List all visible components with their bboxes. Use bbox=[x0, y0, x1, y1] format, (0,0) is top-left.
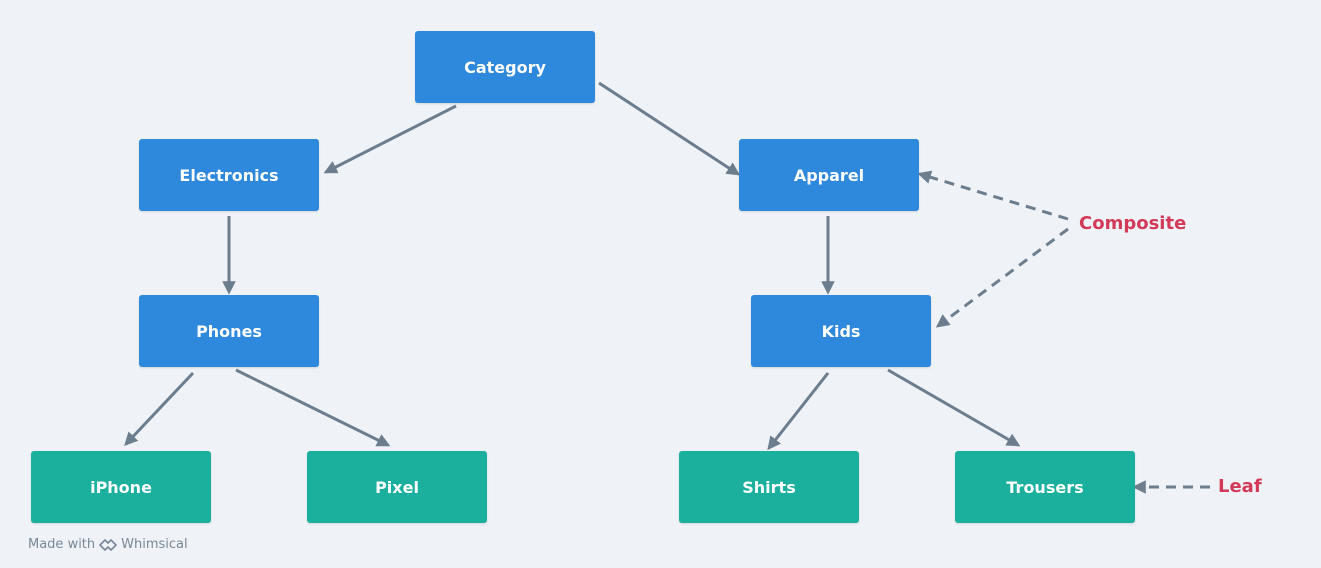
node-category[interactable]: Category bbox=[415, 31, 595, 103]
node-electronics[interactable]: Electronics bbox=[139, 139, 319, 211]
node-pixel[interactable]: Pixel bbox=[307, 451, 487, 523]
made-with-whimsical-footer[interactable]: Made with Whimsical bbox=[28, 537, 188, 552]
node-iphone[interactable]: iPhone bbox=[31, 451, 211, 523]
edge-category-apparel bbox=[598, 81, 741, 176]
edge-phones-iphone bbox=[124, 371, 195, 446]
edge-kids-trousers bbox=[887, 368, 1021, 447]
edge-kids-shirts bbox=[767, 372, 830, 451]
node-kids[interactable]: Kids bbox=[751, 295, 931, 367]
annotation-leaf: Leaf bbox=[1218, 476, 1262, 497]
node-trousers-label: Trousers bbox=[1006, 477, 1084, 497]
node-phones[interactable]: Phones bbox=[139, 295, 319, 367]
annotation-edge-composite-apparel bbox=[917, 170, 1069, 221]
node-shirts-label: Shirts bbox=[742, 477, 796, 497]
node-iphone-label: iPhone bbox=[90, 477, 152, 497]
annotation-edge-composite-kids bbox=[935, 227, 1069, 328]
edge-category-electronics bbox=[323, 104, 457, 174]
annotation-composite: Composite bbox=[1079, 213, 1187, 234]
node-trousers[interactable]: Trousers bbox=[955, 451, 1135, 523]
whimsical-brand-label: Whimsical bbox=[121, 537, 188, 552]
whimsical-logo-icon bbox=[99, 538, 117, 552]
edge-phones-pixel bbox=[235, 368, 391, 447]
node-pixel-label: Pixel bbox=[375, 477, 419, 497]
node-apparel-label: Apparel bbox=[793, 165, 865, 185]
node-shirts[interactable]: Shirts bbox=[679, 451, 859, 523]
made-with-label: Made with bbox=[28, 537, 96, 552]
node-phones-label: Phones bbox=[196, 321, 262, 341]
node-kids-label: Kids bbox=[821, 321, 861, 341]
node-electronics-label: Electronics bbox=[179, 165, 279, 185]
node-category-label: Category bbox=[464, 57, 546, 77]
node-apparel[interactable]: Apparel bbox=[739, 139, 919, 211]
